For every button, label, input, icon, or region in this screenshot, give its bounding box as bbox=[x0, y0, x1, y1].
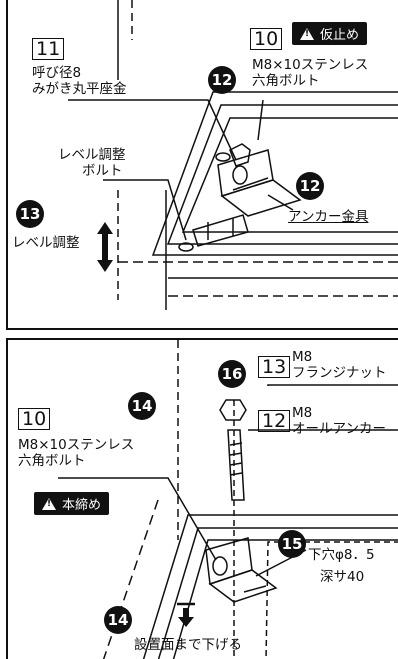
pilot-hole-label: 下穴φ8．5 bbox=[308, 547, 375, 563]
part-number-box: 10 bbox=[18, 408, 51, 430]
final-tighten-illustration bbox=[58, 340, 398, 659]
bolt-label-line2: 六角ボルト bbox=[18, 453, 86, 469]
part-number-box: 12 bbox=[258, 410, 291, 432]
nut-label-line2: フランジナット bbox=[292, 365, 387, 381]
step-circle: 12 bbox=[208, 66, 236, 94]
anchor-label-line1: M8 bbox=[292, 405, 313, 421]
nut-label-line1: M8 bbox=[292, 349, 313, 365]
part-number-box: 10 bbox=[250, 28, 283, 50]
hole-depth-label: 深サ40 bbox=[320, 569, 365, 585]
warning-icon bbox=[300, 28, 314, 40]
level-bolt-label-line1: レベル調整 bbox=[58, 147, 126, 163]
part-number-box: 13 bbox=[258, 356, 291, 378]
step-circle: 14 bbox=[128, 392, 156, 420]
level-bolt-label-line2: ボルト bbox=[82, 163, 123, 179]
double-arrow-icon bbox=[97, 222, 113, 272]
washer-label-line2: みがき丸平座金 bbox=[32, 81, 127, 97]
temporary-fix-illustration bbox=[68, 0, 398, 310]
bolt-label-line1: M8×10ステンレス bbox=[18, 437, 135, 453]
step-circle: 16 bbox=[218, 360, 246, 388]
top-panel-temporary-fix: 仮止め 11 呼び径8 みがき丸平座金 10 M8×10ステンレス 六角ボルト … bbox=[6, 0, 398, 330]
temporary-fix-badge: 仮止め bbox=[292, 22, 368, 45]
bolt-label-line1: M8×10ステンレス bbox=[252, 57, 369, 73]
lower-to-surface-label: 設置面まで下げる bbox=[134, 637, 242, 653]
bolt-label-line2: 六角ボルト bbox=[252, 73, 320, 89]
step-circle: 15 bbox=[278, 530, 306, 558]
step-circle: 14 bbox=[104, 606, 132, 634]
step-circle: 13 bbox=[16, 200, 44, 228]
step-circle: 12 bbox=[296, 172, 324, 200]
washer-label-line1: 呼び径8 bbox=[32, 65, 82, 81]
warning-icon bbox=[42, 498, 56, 510]
anchor-fitting-label: アンカー金具 bbox=[288, 209, 369, 225]
part-number-box: 11 bbox=[32, 38, 65, 60]
final-tighten-badge: 本締め bbox=[34, 492, 110, 515]
down-arrow-icon bbox=[177, 602, 195, 627]
bottom-panel-final-tighten: 10 M8×10ステンレス 六角ボルト 13 M8 フランジナット 12 M8 … bbox=[6, 338, 398, 659]
anchor-label-line2: オールアンカー bbox=[292, 421, 386, 437]
level-adjust-label: レベル調整 bbox=[12, 235, 80, 251]
